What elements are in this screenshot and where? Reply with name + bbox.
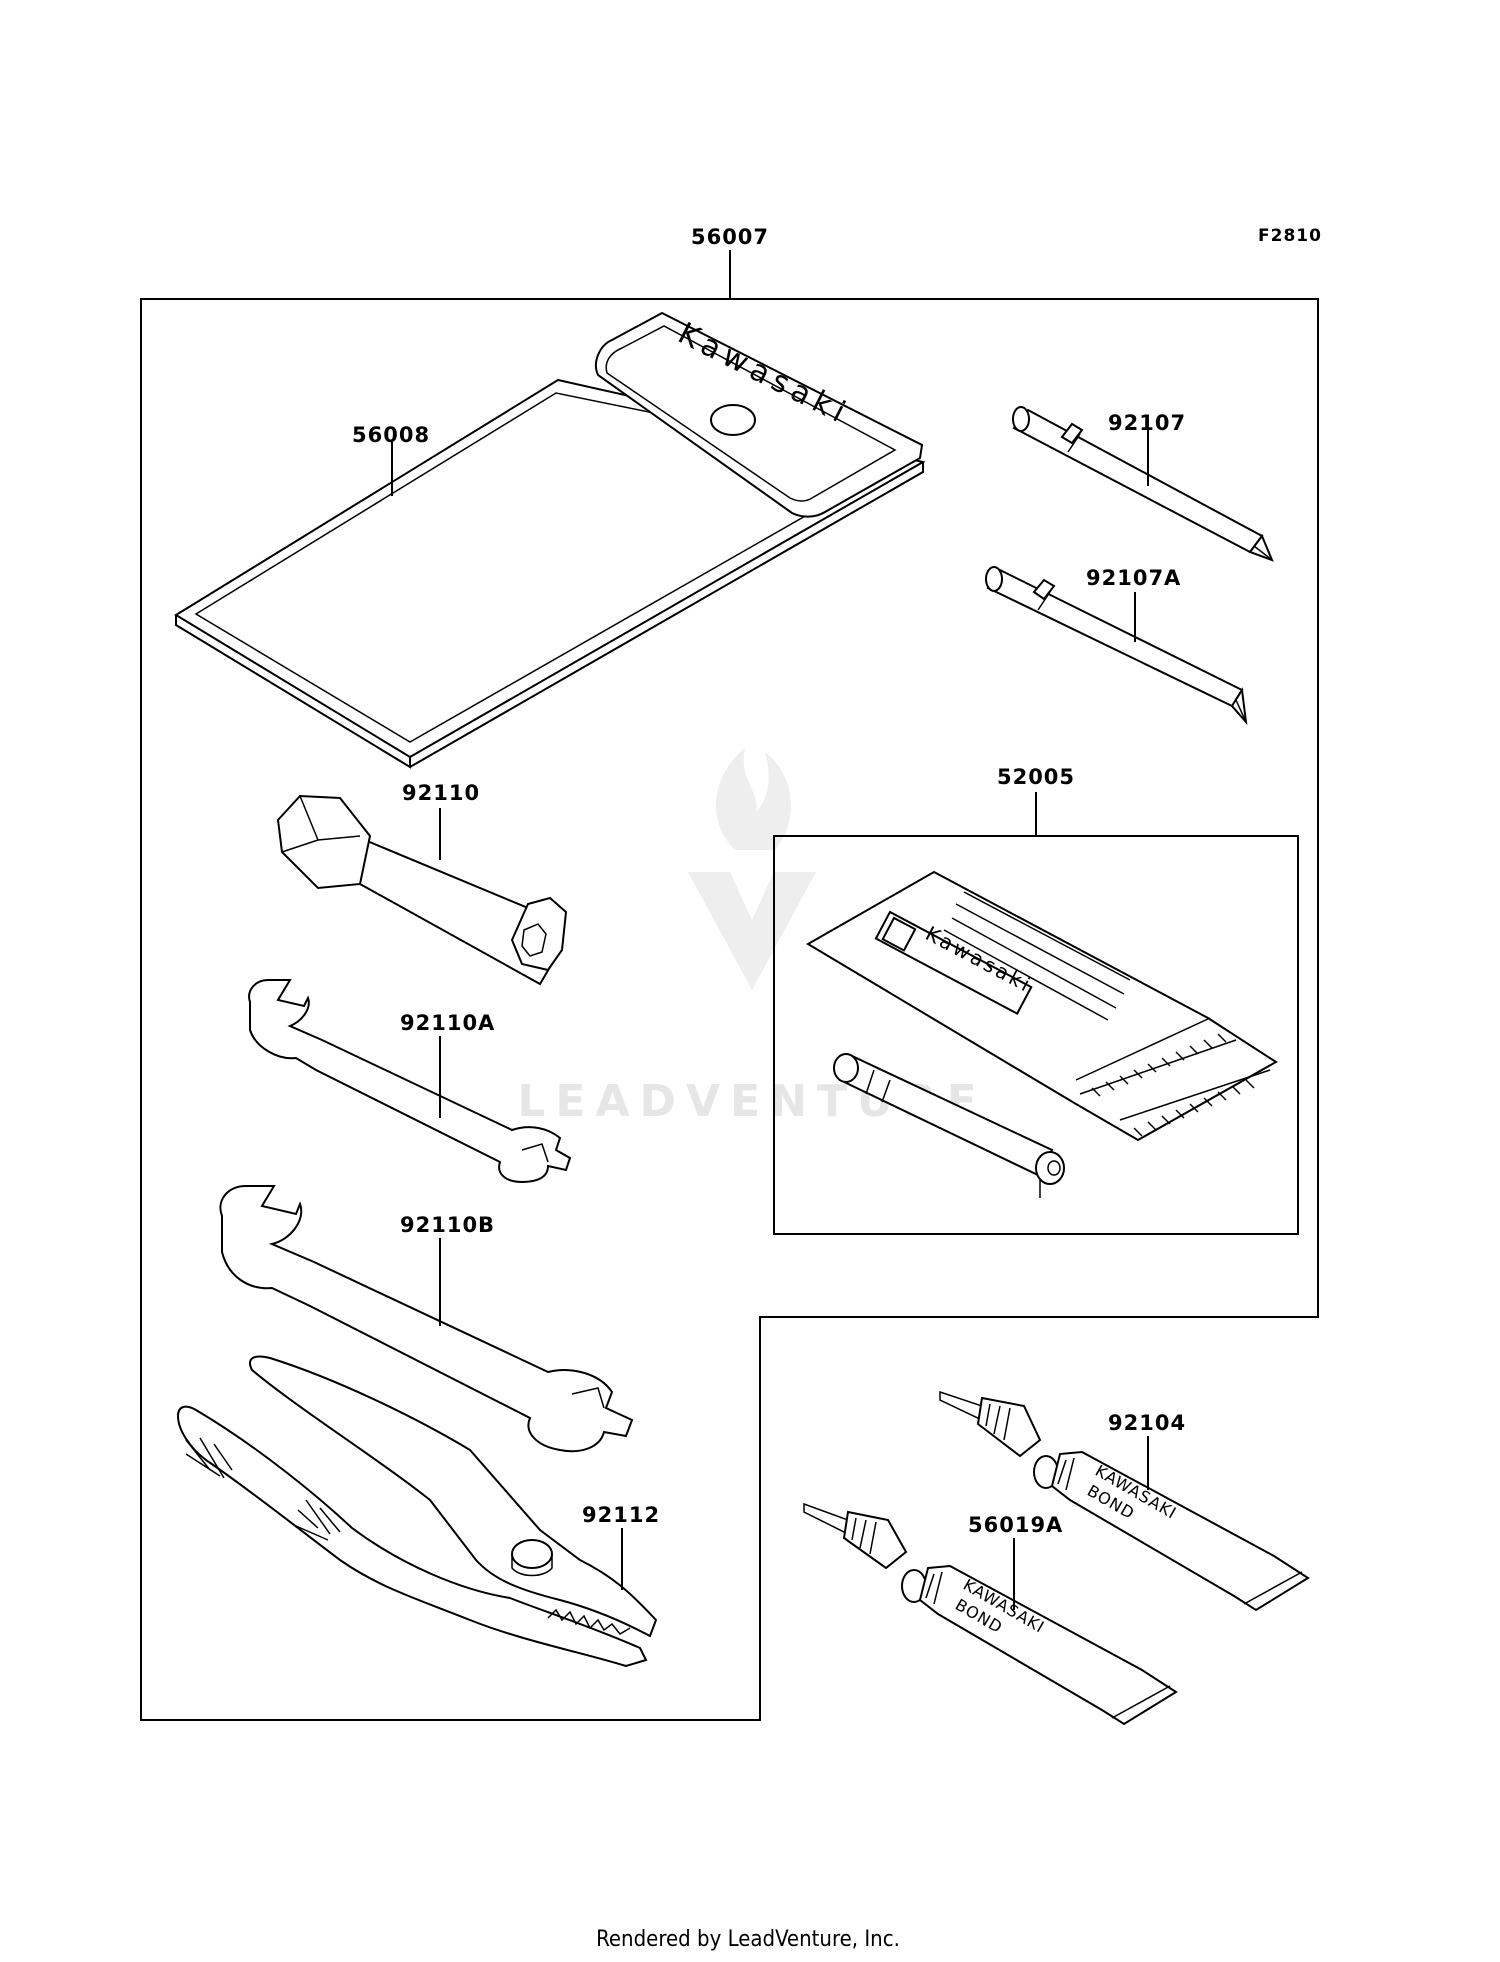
pouch-illustration: Kawasaki [174, 311, 926, 769]
part-label-bond: 92104 [1108, 1411, 1186, 1435]
part-label-plug-wrench: 92110 [402, 781, 480, 805]
plug-wrench-illustration [276, 794, 568, 986]
pliers-illustration [176, 1355, 658, 1668]
repair-kit-illustration: Kawasaki [806, 870, 1278, 1198]
part-label-screwdriver: 92107 [1108, 411, 1186, 435]
wrench-a-illustration [248, 979, 572, 1184]
part-label-wrench-b: 92110B [400, 1213, 495, 1237]
part-label-pliers: 92112 [582, 1503, 660, 1527]
figure-code: F2810 [1258, 226, 1322, 246]
screwdriver-illustration [1012, 406, 1274, 562]
part-label-bond-a: 56019A [968, 1513, 1063, 1537]
part-label-pouch: 56008 [352, 423, 430, 447]
kit-outline [140, 298, 1319, 1721]
wrench-b-illustration [219, 1185, 634, 1453]
part-label-screwdriver-a: 92107A [1086, 566, 1181, 590]
footer-credit: Rendered by LeadVenture, Inc. [596, 1927, 900, 1952]
bond-a-tube-illustration: KAWASAKI BOND [803, 1502, 1178, 1726]
part-label-repair-kit: 52005 [997, 765, 1075, 789]
part-label-wrench-a: 92110A [400, 1011, 495, 1035]
part-label-kit: 56007 [691, 225, 769, 249]
screwdriver-a-illustration [985, 566, 1248, 726]
